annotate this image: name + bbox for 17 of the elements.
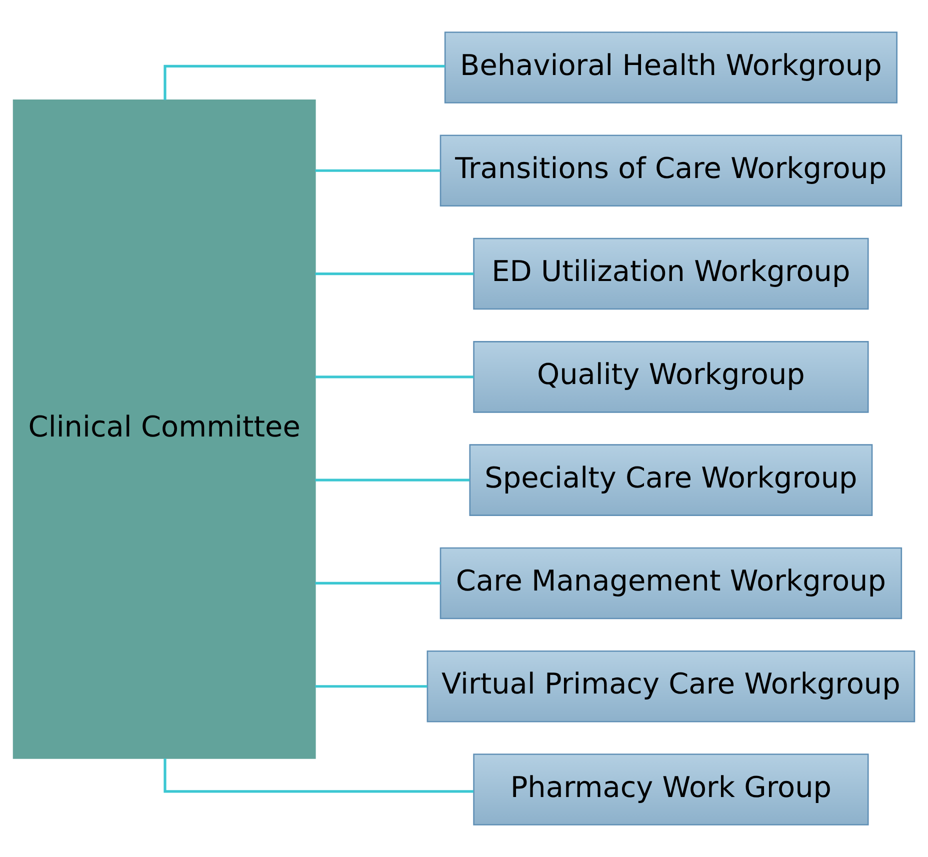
connector [315, 685, 428, 688]
node-box: ED Utilization Workgroup [473, 238, 869, 310]
connector [315, 376, 474, 378]
node-box: Specialty Care Workgroup [469, 444, 873, 516]
node-box: Care Management Workgroup [440, 547, 902, 620]
connector [315, 272, 474, 276]
node-box: Transitions of Care Workgroup [440, 134, 902, 207]
connector [315, 478, 470, 482]
node-box: Clinical Committee [12, 99, 316, 759]
connector [315, 169, 440, 172]
node-box: Pharmacy Work Group [473, 754, 869, 826]
connector [164, 64, 445, 100]
connector [164, 758, 474, 793]
connector [315, 582, 440, 585]
node-box: Virtual Primacy Care Workgroup [426, 650, 916, 722]
node-box: Quality Workgroup [473, 341, 869, 413]
node-box: Behavioral Health Workgroup [444, 32, 898, 104]
